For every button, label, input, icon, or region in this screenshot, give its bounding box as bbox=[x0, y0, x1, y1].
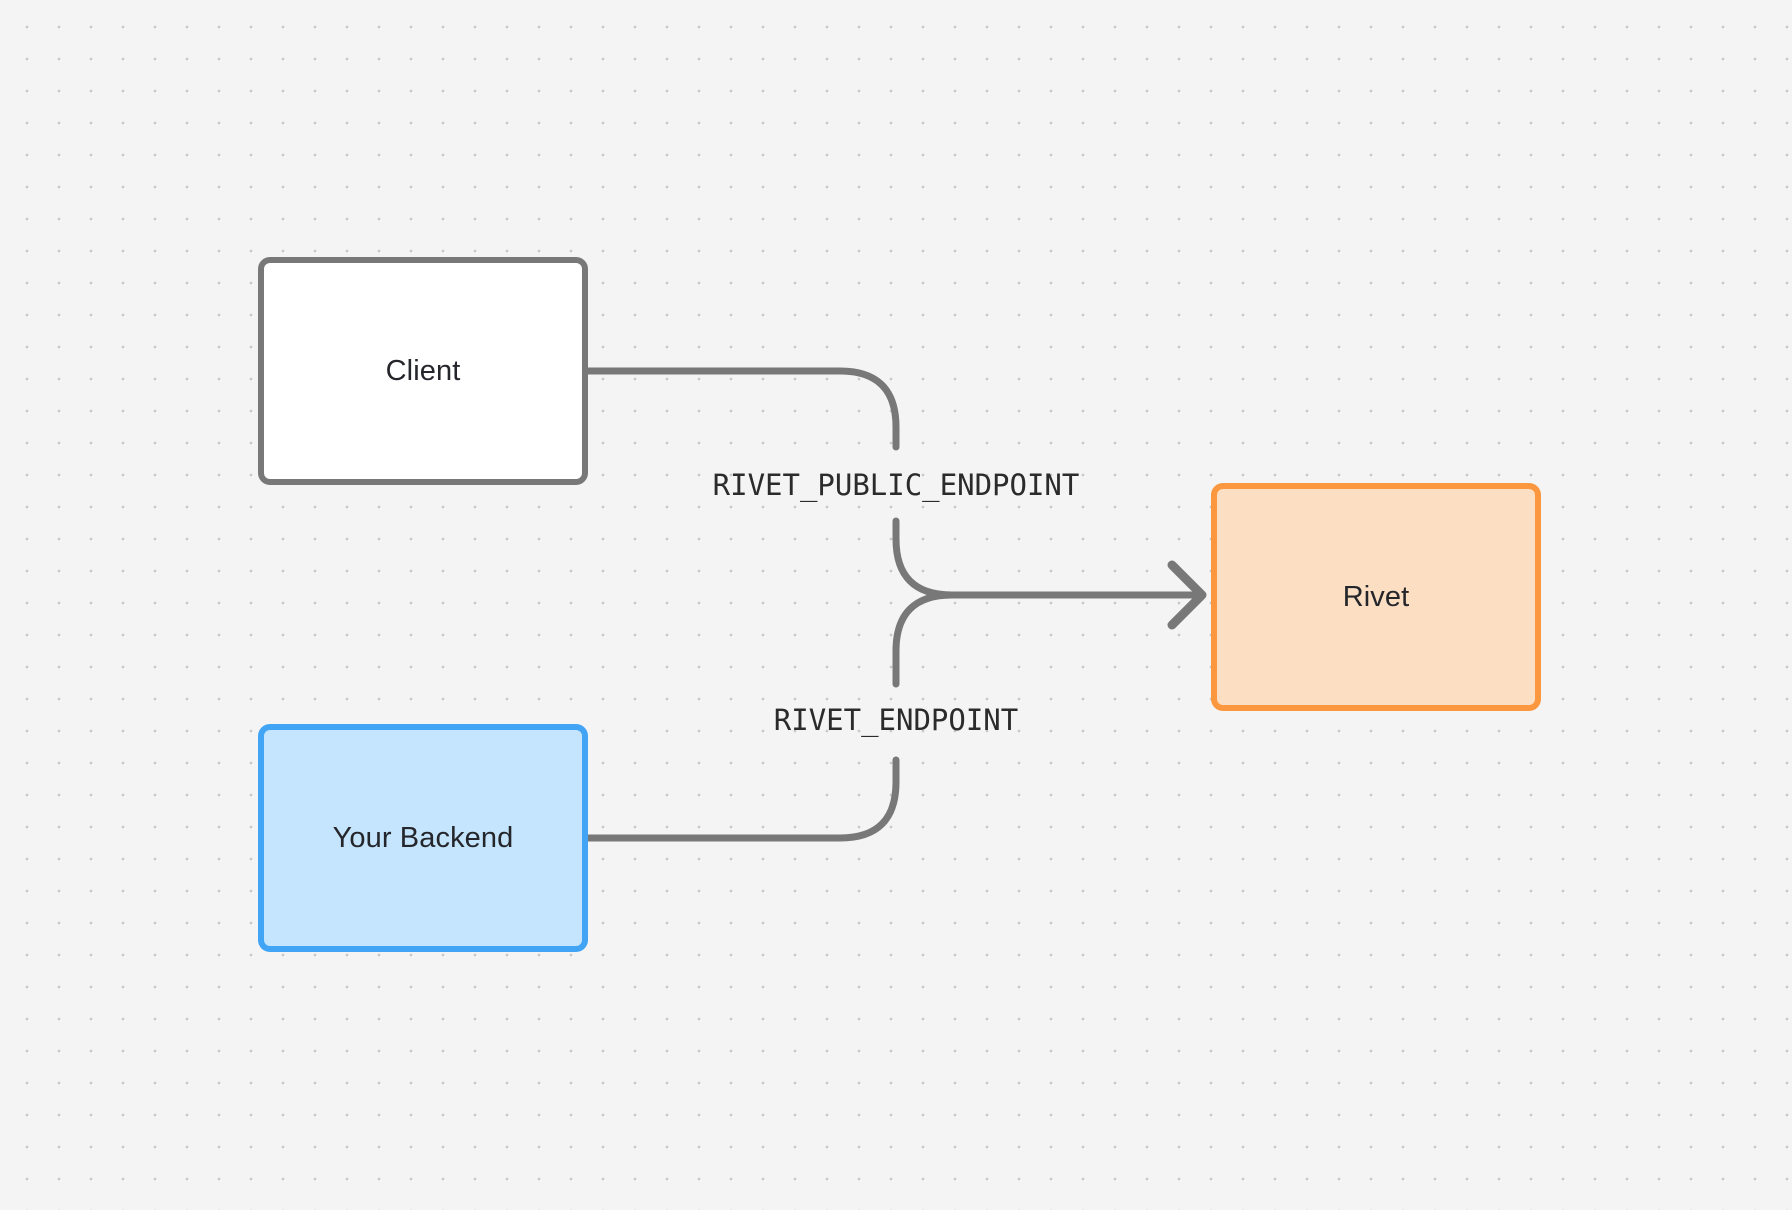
node-backend[interactable]: Your Backend bbox=[258, 724, 588, 952]
node-client[interactable]: Client bbox=[258, 257, 588, 485]
edge-backend-to-rivet-lower bbox=[584, 756, 900, 842]
edge-label-rivet-endpoint: RIVET_ENDPOINT bbox=[773, 703, 1019, 737]
edge-client-to-rivet-upper bbox=[584, 367, 900, 451]
arrowhead-icon bbox=[1167, 560, 1207, 630]
edge-label-rivet-public-endpoint: RIVET_PUBLIC_ENDPOINT bbox=[712, 468, 1080, 502]
edge-backend-to-rivet-upper bbox=[892, 591, 956, 688]
edge-client-to-rivet-lower bbox=[892, 517, 956, 599]
node-rivet-label: Rivet bbox=[1342, 580, 1410, 613]
node-client-label: Client bbox=[385, 354, 461, 387]
node-backend-label: Your Backend bbox=[332, 821, 514, 854]
node-rivet[interactable]: Rivet bbox=[1211, 483, 1541, 711]
